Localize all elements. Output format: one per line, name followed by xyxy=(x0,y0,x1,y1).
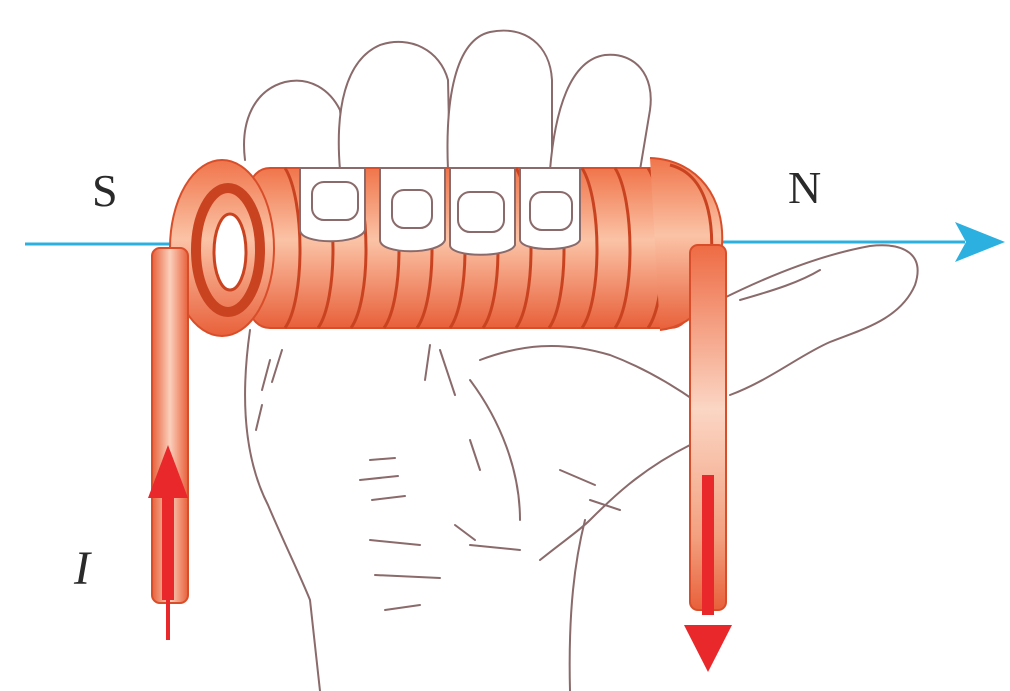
current-arrows xyxy=(148,445,732,672)
right-hand xyxy=(244,31,918,691)
north-pole-label: N xyxy=(788,165,821,211)
solenoid-coil xyxy=(170,158,722,336)
fingernail xyxy=(458,192,504,232)
thumb xyxy=(720,245,918,395)
finger-ring xyxy=(339,42,450,170)
fingernail xyxy=(392,190,432,228)
finger-middle xyxy=(447,31,552,170)
current-label: I xyxy=(74,545,90,593)
finger-pinky xyxy=(244,81,345,160)
fingernail xyxy=(530,192,572,230)
fingernail xyxy=(312,182,358,220)
finger-index xyxy=(550,55,651,170)
south-pole-label: S xyxy=(92,168,118,214)
